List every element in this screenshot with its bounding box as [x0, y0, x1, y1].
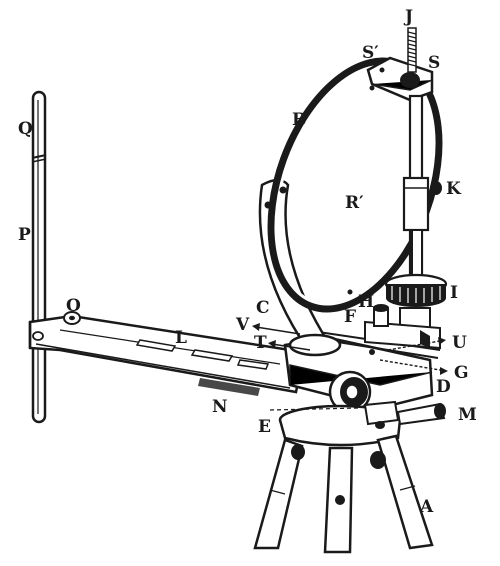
adjusting-knob: [328, 370, 372, 414]
curved-bracket-c: [258, 178, 342, 357]
label-p: P: [18, 225, 31, 245]
rod-p-q: [31, 90, 47, 424]
label-a: A: [419, 497, 434, 517]
label-q: Q: [18, 119, 33, 139]
label-d: D: [436, 377, 451, 397]
label-j: J: [403, 7, 413, 27]
label-i: I: [450, 283, 458, 303]
top-clamp-s: [366, 56, 434, 102]
label-r-prime: R′: [345, 193, 364, 213]
vertical-column: [402, 94, 442, 288]
label-h: H: [358, 292, 374, 312]
label-m: M: [458, 405, 477, 425]
milled-wheel-i: [384, 273, 448, 307]
threaded-rod-j: [407, 27, 417, 73]
label-u: U: [452, 333, 467, 353]
label-o: O: [66, 296, 81, 316]
label-s: S: [428, 53, 440, 73]
label-t: T: [254, 333, 267, 353]
label-e: E: [258, 417, 271, 437]
tripod-head-e: [269, 400, 446, 447]
label-n: N: [212, 397, 228, 417]
label-c: C: [256, 298, 270, 318]
label-k: K: [446, 179, 462, 199]
label-l: L: [175, 328, 187, 348]
direction-arrows: [252, 323, 448, 375]
label-g: G: [454, 363, 469, 383]
label-f: F: [344, 307, 356, 327]
label-s-prime: S′: [362, 43, 379, 63]
label-b: B: [292, 110, 306, 130]
label-v: V: [235, 315, 250, 335]
figure-labels: J S′ S B Q R′ K P I H O C F V L T U G D …: [18, 7, 477, 517]
bracket-n: [198, 378, 260, 396]
tripod-legs-a: [253, 434, 434, 554]
